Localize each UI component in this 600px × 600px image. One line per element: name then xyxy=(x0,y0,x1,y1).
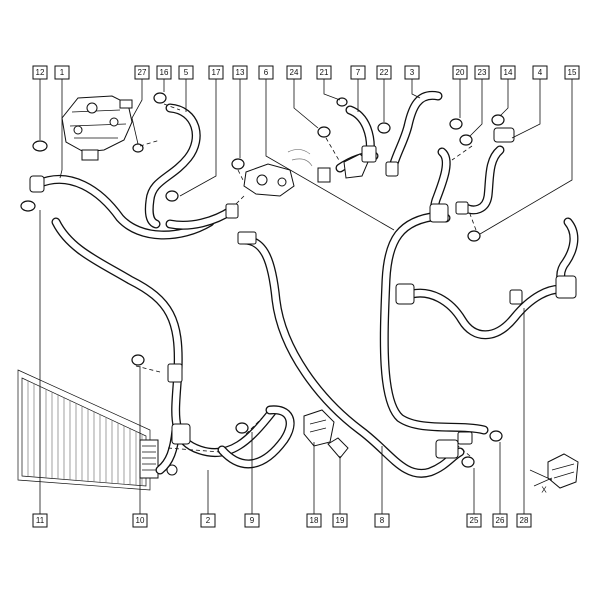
label-box-13: 13 xyxy=(232,65,248,80)
label-box-27: 27 xyxy=(134,65,150,80)
label-28-text: 28 xyxy=(520,516,529,525)
label-23-text: 23 xyxy=(478,68,487,77)
label-3-text: 3 xyxy=(410,68,415,77)
label-box-1: 1 xyxy=(54,65,70,80)
label-box-5: 5 xyxy=(178,65,194,80)
label-18-text: 18 xyxy=(310,516,319,525)
label-box-4: 4 xyxy=(532,65,548,80)
label-14-text: 14 xyxy=(504,68,513,77)
label-box-11: 11 xyxy=(32,513,48,528)
label-box-6: 6 xyxy=(258,65,274,80)
label-21-text: 21 xyxy=(320,68,329,77)
bottom-reference-labels: 11 10 2 9 18 19 8 25 26 28 xyxy=(32,513,532,528)
label-box-24: 24 xyxy=(286,65,302,80)
label-box-20: 20 xyxy=(452,65,468,80)
label-box-18: 18 xyxy=(306,513,322,528)
label-box-28: 28 xyxy=(516,513,532,528)
label-box-15: 15 xyxy=(564,65,580,80)
inset-x-marker: X xyxy=(541,486,547,495)
label-1-text: 1 xyxy=(60,68,65,77)
label-6-text: 6 xyxy=(264,68,269,77)
label-box-22: 22 xyxy=(376,65,392,80)
label-26-text: 26 xyxy=(496,516,505,525)
leader-lines xyxy=(39,79,573,514)
label-box-23: 23 xyxy=(474,65,490,80)
label-box-16: 16 xyxy=(156,65,172,80)
label-16-text: 16 xyxy=(160,68,169,77)
label-7-text: 7 xyxy=(356,68,361,77)
label-9-text: 9 xyxy=(250,516,255,525)
label-4-text: 4 xyxy=(538,68,543,77)
label-box-2: 2 xyxy=(200,513,216,528)
label-15-text: 15 xyxy=(568,68,577,77)
label-12-text: 12 xyxy=(36,68,45,77)
label-20-text: 20 xyxy=(456,68,465,77)
label-17-text: 17 xyxy=(212,68,221,77)
exploded-view-guides xyxy=(135,103,477,457)
label-11-text: 11 xyxy=(36,516,45,525)
inset-detail: X xyxy=(529,453,579,495)
label-22-text: 22 xyxy=(380,68,389,77)
label-24-text: 24 xyxy=(290,68,299,77)
label-5-text: 5 xyxy=(184,68,189,77)
label-box-7: 7 xyxy=(350,65,366,80)
label-8-text: 8 xyxy=(380,516,385,525)
label-box-17: 17 xyxy=(208,65,224,80)
engine-outlet-housing-drawing xyxy=(61,95,133,161)
connectors xyxy=(29,127,577,459)
label-box-21: 21 xyxy=(316,65,332,80)
label-box-3: 3 xyxy=(404,65,420,80)
label-25-text: 25 xyxy=(470,516,479,525)
label-box-26: 26 xyxy=(492,513,508,528)
label-13-text: 13 xyxy=(236,68,245,77)
label-27-text: 27 xyxy=(138,68,147,77)
label-box-19: 19 xyxy=(332,513,348,528)
label-2-text: 2 xyxy=(206,516,211,525)
label-box-14: 14 xyxy=(500,65,516,80)
label-19-text: 19 xyxy=(336,516,345,525)
coolant-junction-block-drawing xyxy=(243,149,331,197)
label-box-10: 10 xyxy=(132,513,148,528)
label-box-8: 8 xyxy=(374,513,390,528)
top-reference-labels: 12 1 27 16 5 17 13 6 24 21 7 22 3 20 23 … xyxy=(32,65,580,80)
radiator-drawing xyxy=(17,369,178,491)
label-box-25: 25 xyxy=(466,513,482,528)
label-10-text: 10 xyxy=(136,516,145,525)
label-box-9: 9 xyxy=(244,513,260,528)
label-box-12: 12 xyxy=(32,65,48,80)
